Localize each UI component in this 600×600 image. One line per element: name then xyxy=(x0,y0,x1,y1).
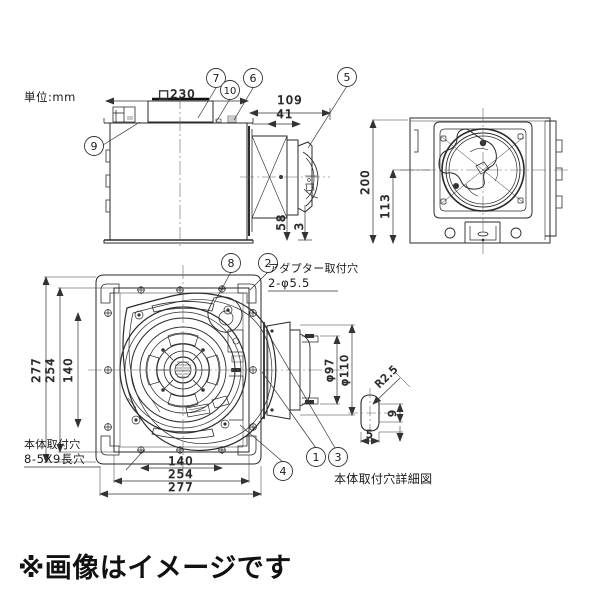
balloon-7: 7 xyxy=(213,72,220,85)
dim-v277: 277 xyxy=(29,357,43,383)
dim-v140: 140 xyxy=(61,357,75,383)
duct-dimensions: φ97 φ110 xyxy=(300,324,356,416)
dim-3: 3 xyxy=(292,222,306,231)
balloon-5: 5 xyxy=(344,71,351,84)
plan-view-balloons: 8 2 1 3 4 xyxy=(125,253,348,481)
balloon-3: 3 xyxy=(335,451,342,464)
bottom-plan-view xyxy=(88,265,350,478)
dim-113: 113 xyxy=(378,193,392,219)
dim-230: □230 xyxy=(158,87,196,101)
dim-h140: 140 xyxy=(168,454,194,468)
dim-109: 109 xyxy=(277,93,303,107)
side-view-dimensions: □230 109 41 58 3 xyxy=(105,87,331,241)
dim-phi110: φ110 xyxy=(338,354,351,386)
balloon-9: 9 xyxy=(91,140,98,153)
adapter-hole-note-line1: アダプター取付穴 xyxy=(268,261,358,275)
dim-58: 58 xyxy=(274,213,288,230)
front-view-dimensions: 200 113 xyxy=(358,119,430,244)
unit-label: 単位:mm xyxy=(24,90,76,104)
balloon-1: 1 xyxy=(313,451,320,464)
body-hole-note-line2: 8-5X9長穴 xyxy=(24,452,85,466)
dim-phi97: φ97 xyxy=(323,358,336,382)
dim-200: 200 xyxy=(358,169,372,195)
front-elevation-view xyxy=(400,108,568,255)
dim-41: 41 xyxy=(276,107,293,121)
side-view-balloons: 9 7 10 6 5 xyxy=(84,67,357,156)
hole-detail-title: 本体取付穴詳細図 xyxy=(334,471,432,486)
plan-view-dimensions: 277 254 140 140 254 277 xyxy=(29,276,262,498)
balloon-10: 10 xyxy=(224,86,237,97)
balloon-6: 6 xyxy=(250,72,257,85)
adapter-hole-note-line2: 2-φ5.5 xyxy=(268,276,310,290)
balloon-2: 2 xyxy=(265,257,272,270)
dim-5: 5 xyxy=(366,428,374,441)
duct-section-view xyxy=(260,321,319,420)
dim-h277: 277 xyxy=(168,480,194,494)
balloon-4: 4 xyxy=(280,465,287,478)
dim-h254: 254 xyxy=(168,467,194,481)
body-hole-note-line1: 本体取付穴 xyxy=(24,437,81,451)
dim-v254: 254 xyxy=(43,357,57,383)
dim-9: 9 xyxy=(386,409,399,417)
image-disclaimer-caption: ※画像はイメージです xyxy=(18,553,292,584)
balloon-8: 8 xyxy=(228,257,235,270)
